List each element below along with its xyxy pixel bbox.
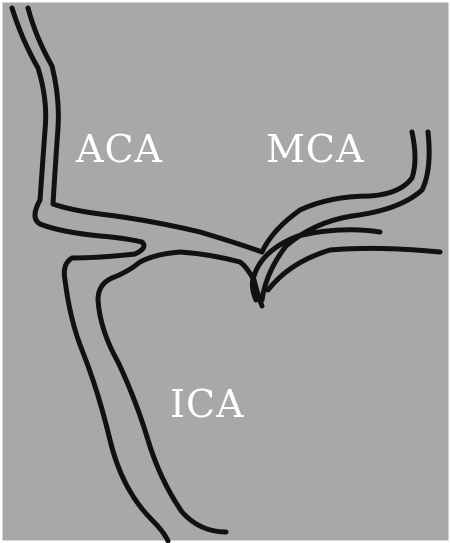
ica-label: ICA	[170, 382, 245, 426]
mca-label: MCA	[266, 127, 364, 171]
aca-label: ACA	[75, 127, 163, 171]
